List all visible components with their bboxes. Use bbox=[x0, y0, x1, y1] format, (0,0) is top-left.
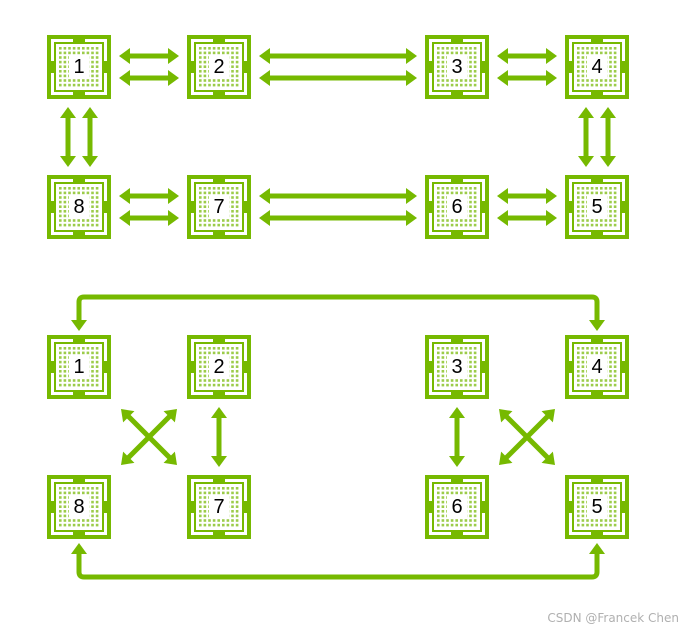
chip-label: 4 bbox=[587, 56, 607, 78]
watermark: CSDN @Francek Chen bbox=[547, 611, 679, 625]
chip-label-wrap: 4 bbox=[565, 335, 629, 399]
link-4-5-lane-1 bbox=[578, 107, 594, 167]
gpu-chip-8: 8 bbox=[47, 475, 111, 539]
gpu-chip-6: 6 bbox=[425, 475, 489, 539]
chip-label-wrap: 8 bbox=[47, 175, 111, 239]
chip-label: 4 bbox=[587, 356, 607, 378]
chip-label: 2 bbox=[209, 56, 229, 78]
link-3-4-lane-1 bbox=[497, 48, 557, 64]
link-6-5-lane-1 bbox=[497, 188, 557, 204]
link-8-7-lane-1 bbox=[119, 188, 179, 204]
link-2-8 bbox=[121, 409, 177, 465]
link-1-2-lane-2 bbox=[119, 70, 179, 86]
link-4-5-lane-2 bbox=[600, 107, 616, 167]
gpu-chip-icon bbox=[425, 35, 489, 99]
link-2-3-lane-2 bbox=[259, 70, 417, 86]
chip-label-wrap: 2 bbox=[187, 35, 251, 99]
gpu-chip-icon bbox=[425, 335, 489, 399]
gpu-chip-2: 2 bbox=[187, 335, 251, 399]
chip-label-wrap: 5 bbox=[565, 475, 629, 539]
chip-label: 1 bbox=[69, 356, 89, 378]
chip-label-wrap: 1 bbox=[47, 35, 111, 99]
gpu-chip-3: 3 bbox=[425, 335, 489, 399]
link-1-2-lane-1 bbox=[119, 48, 179, 64]
gpu-chip-1: 1 bbox=[47, 35, 111, 99]
chip-label-wrap: 7 bbox=[187, 475, 251, 539]
link-6-5-lane-2 bbox=[497, 210, 557, 226]
chip-label: 3 bbox=[447, 356, 467, 378]
chip-label: 1 bbox=[69, 56, 89, 78]
chip-label: 7 bbox=[209, 496, 229, 518]
gpu-chip-2: 2 bbox=[187, 35, 251, 99]
chip-label-wrap: 3 bbox=[425, 335, 489, 399]
gpu-chip-7: 7 bbox=[187, 475, 251, 539]
chip-label: 7 bbox=[209, 196, 229, 218]
link-1-4 bbox=[71, 294, 605, 331]
chip-label-wrap: 4 bbox=[565, 35, 629, 99]
gpu-chip-8: 8 bbox=[47, 175, 111, 239]
gpu-chip-4: 4 bbox=[565, 335, 629, 399]
gpu-chip-6: 6 bbox=[425, 175, 489, 239]
gpu-chip-1: 1 bbox=[47, 335, 111, 399]
gpu-chip-7: 7 bbox=[187, 175, 251, 239]
chip-label: 8 bbox=[69, 496, 89, 518]
link-3-4-lane-2 bbox=[497, 70, 557, 86]
link-8-5 bbox=[71, 543, 605, 580]
link-1-8-lane-1 bbox=[60, 107, 76, 167]
chip-label: 8 bbox=[69, 196, 89, 218]
chip-label: 5 bbox=[587, 496, 607, 518]
chip-label-wrap: 6 bbox=[425, 175, 489, 239]
chip-label: 5 bbox=[587, 196, 607, 218]
gpu-chip-3: 3 bbox=[425, 35, 489, 99]
chip-label-wrap: 3 bbox=[425, 35, 489, 99]
chip-label: 2 bbox=[209, 356, 229, 378]
link-7-6-lane-1 bbox=[259, 188, 417, 204]
chip-label: 6 bbox=[447, 196, 467, 218]
chip-label-wrap: 2 bbox=[187, 335, 251, 399]
chip-label-wrap: 1 bbox=[47, 335, 111, 399]
link-2-7 bbox=[211, 407, 227, 467]
link-8-7-lane-2 bbox=[119, 210, 179, 226]
gpu-chip-5: 5 bbox=[565, 475, 629, 539]
gpu-chip-icon bbox=[425, 475, 489, 539]
gpu-chip-5: 5 bbox=[565, 175, 629, 239]
link-7-6-lane-2 bbox=[259, 210, 417, 226]
chip-label-wrap: 7 bbox=[187, 175, 251, 239]
link-3-6 bbox=[449, 407, 465, 467]
link-4-6 bbox=[499, 409, 555, 465]
chip-label: 6 bbox=[447, 496, 467, 518]
chip-label-wrap: 8 bbox=[47, 475, 111, 539]
chip-label-wrap: 6 bbox=[425, 475, 489, 539]
chip-label-wrap: 5 bbox=[565, 175, 629, 239]
link-2-3-lane-1 bbox=[259, 48, 417, 64]
link-1-8-lane-2 bbox=[82, 107, 98, 167]
gpu-chip-4: 4 bbox=[565, 35, 629, 99]
chip-label: 3 bbox=[447, 56, 467, 78]
